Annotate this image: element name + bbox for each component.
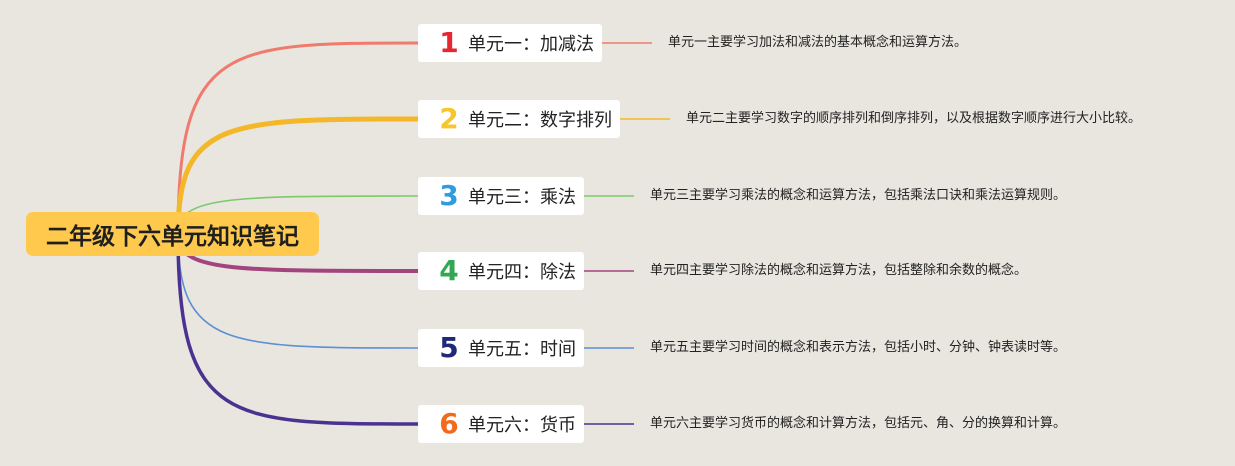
unit-description[interactable]: 单元一主要学习加法和减法的基本概念和运算方法。 [668,35,968,50]
unit-node-2[interactable]: 2 单元二：数字排列 [418,100,620,138]
unit-node-3[interactable]: 3 单元三：乘法 [418,177,584,215]
central-topic-label: 二年级下六单元知识笔记 [46,224,299,250]
branch-line-6 [176,232,420,426]
number-3-icon: 3 [439,179,459,212]
unit-node-5[interactable]: 5 单元五：时间 [418,329,584,367]
unit-label: 单元四：除法 [468,262,576,283]
number-5-icon: 5 [439,331,459,364]
unit-node-6[interactable]: 6 单元六：货币 [418,405,584,443]
number-4-icon: 4 [439,254,459,287]
unit-description[interactable]: 单元二主要学习数字的顺序排列和倒序排列，以及根据数字顺序进行大小比较。 [686,111,1142,126]
branch-line-2 [175,116,421,237]
unit-node-1[interactable]: 1 单元一：加减法 [418,24,602,62]
number-6-icon: 6 [439,407,459,440]
unit-description[interactable]: 单元六主要学习货币的概念和计算方法，包括元、角、分的换算和计算。 [650,416,1067,431]
branch-line-5 [177,233,419,349]
unit-description[interactable]: 单元三主要学习乘法的概念和运算方法，包括乘法口诀和乘法运算规则。 [650,188,1067,203]
unit-label: 单元二：数字排列 [468,110,612,131]
unit-description[interactable]: 单元四主要学习除法的概念和运算方法，包括整除和余数的概念。 [650,263,1028,278]
unit-label: 单元五：时间 [468,339,576,360]
unit-node-4[interactable]: 4 单元四：除法 [418,252,584,290]
central-topic[interactable]: 二年级下六单元知识笔记 [26,212,319,256]
number-2-icon: 2 [439,102,459,135]
unit-label: 单元一：加减法 [468,34,594,55]
number-1-icon: 1 [439,26,459,59]
branch-line-1 [176,41,420,236]
unit-label: 单元六：货币 [468,415,576,436]
unit-description[interactable]: 单元五主要学习时间的概念和表示方法，包括小时、分钟、钟表读时等。 [650,340,1067,355]
unit-label: 单元三：乘法 [468,187,576,208]
